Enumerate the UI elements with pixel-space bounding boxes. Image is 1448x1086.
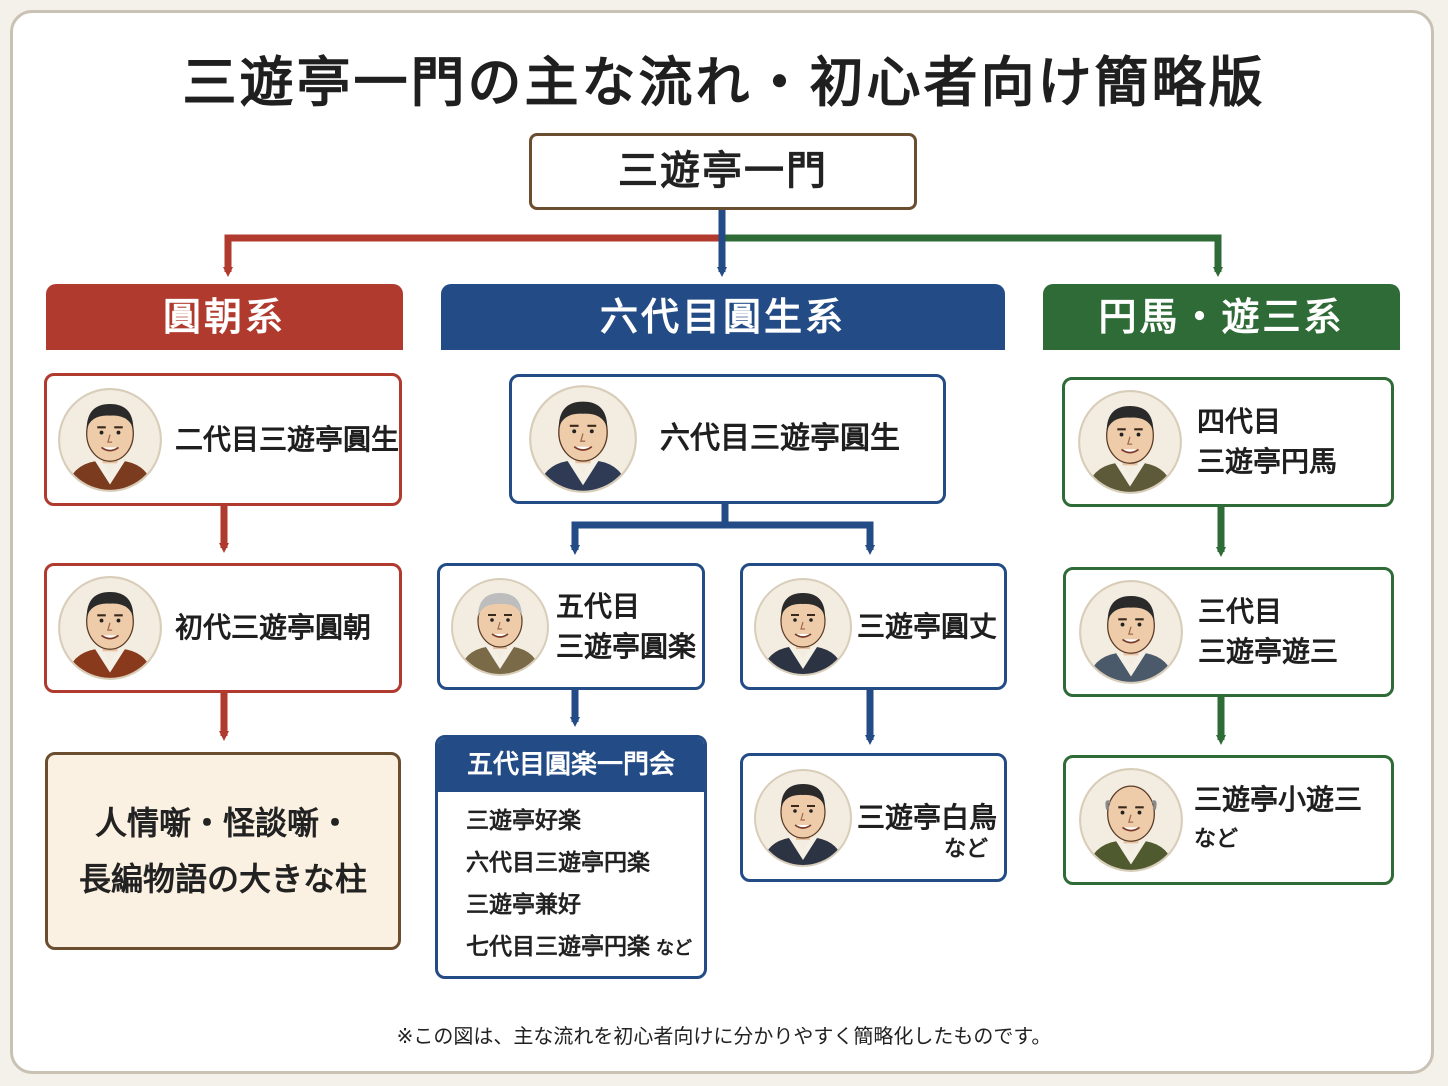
footnote: ※この図は、主な流れを初心者向けに分かりやすく簡略化したものです。	[396, 1024, 1052, 1048]
group-box-enraku-ichimonkai: 五代目圓楽一門会 三遊亭好楽 六代目三遊亭円楽 三遊亭兼好 七代目三遊亭円楽など	[435, 735, 707, 979]
connector-green	[722, 234, 1223, 277]
nado-note: など	[656, 938, 692, 959]
person-card-p2: 初代三遊亭圓朝	[44, 563, 402, 693]
summary-box: 人情噺・怪談噺・ 長編物語の大きな柱	[45, 752, 401, 950]
person-name: 三代目三遊亭遊三	[1198, 595, 1339, 668]
person-name: 初代三遊亭圓朝	[175, 611, 372, 644]
portrait-icon	[1079, 768, 1183, 872]
list-item: 七代目三遊亭円楽など	[466, 926, 704, 970]
person-card-p4: 五代目三遊亭圓楽	[437, 563, 705, 690]
portrait-icon	[1079, 580, 1183, 684]
person-name: 三遊亭小遊三 など	[1194, 783, 1363, 852]
page-title: 三遊亭一門の主な流れ・初心者向け簡略版	[182, 51, 1266, 114]
person-card-p6: 三遊亭白鳥 など	[740, 753, 1007, 882]
group-title: 五代目圓楽一門会	[438, 738, 704, 792]
group-list: 三遊亭好楽 六代目三遊亭円楽 三遊亭兼好 七代目三遊亭円楽など	[438, 792, 704, 970]
person-card-p7: 四代目三遊亭円馬	[1062, 377, 1394, 507]
portrait-icon	[754, 577, 852, 676]
portrait-icon	[1078, 390, 1182, 494]
person-name: 三遊亭圓丈	[857, 609, 998, 643]
portrait-icon	[58, 576, 162, 680]
person-name: 二代目三遊亭圓生	[175, 422, 400, 456]
person-card-p9: 三遊亭小遊三 など	[1063, 755, 1394, 885]
branch-header-encho: 圓朝系	[46, 284, 403, 350]
list-item: 六代目三遊亭円楽	[466, 850, 650, 876]
portrait-icon	[58, 387, 162, 492]
portrait-icon	[529, 385, 637, 493]
person-card-p5: 三遊亭圓丈	[740, 563, 1007, 690]
branch-header-ensho: 六代目圓生系	[441, 284, 1005, 350]
connector-red	[223, 234, 722, 277]
summary-line-2: 長編物語の大きな柱	[78, 860, 367, 898]
summary-line-1: 人情噺・怪談噺・	[94, 804, 351, 842]
list-item: 三遊亭好楽	[466, 808, 581, 834]
connector-blue-split	[571, 504, 874, 548]
root-node: 三遊亭一門	[529, 133, 917, 210]
list-item-text: 七代目三遊亭円楽	[466, 934, 650, 960]
branch-header-enba: 円馬・遊三系	[1043, 284, 1400, 350]
portrait-icon	[754, 768, 852, 867]
person-name: 四代目三遊亭円馬	[1197, 405, 1338, 478]
person-name: 三遊亭白鳥	[857, 800, 998, 834]
person-name: 五代目三遊亭圓楽	[556, 589, 697, 663]
portrait-icon	[451, 577, 549, 676]
person-name: 六代目三遊亭圓生	[660, 421, 900, 456]
list-item: 三遊亭兼好	[466, 892, 581, 918]
nado-note: など	[943, 837, 988, 862]
person-card-p1: 二代目三遊亭圓生	[44, 373, 402, 506]
person-card-p3: 六代目三遊亭圓生	[509, 374, 946, 504]
person-card-p8: 三代目三遊亭遊三	[1063, 567, 1394, 697]
